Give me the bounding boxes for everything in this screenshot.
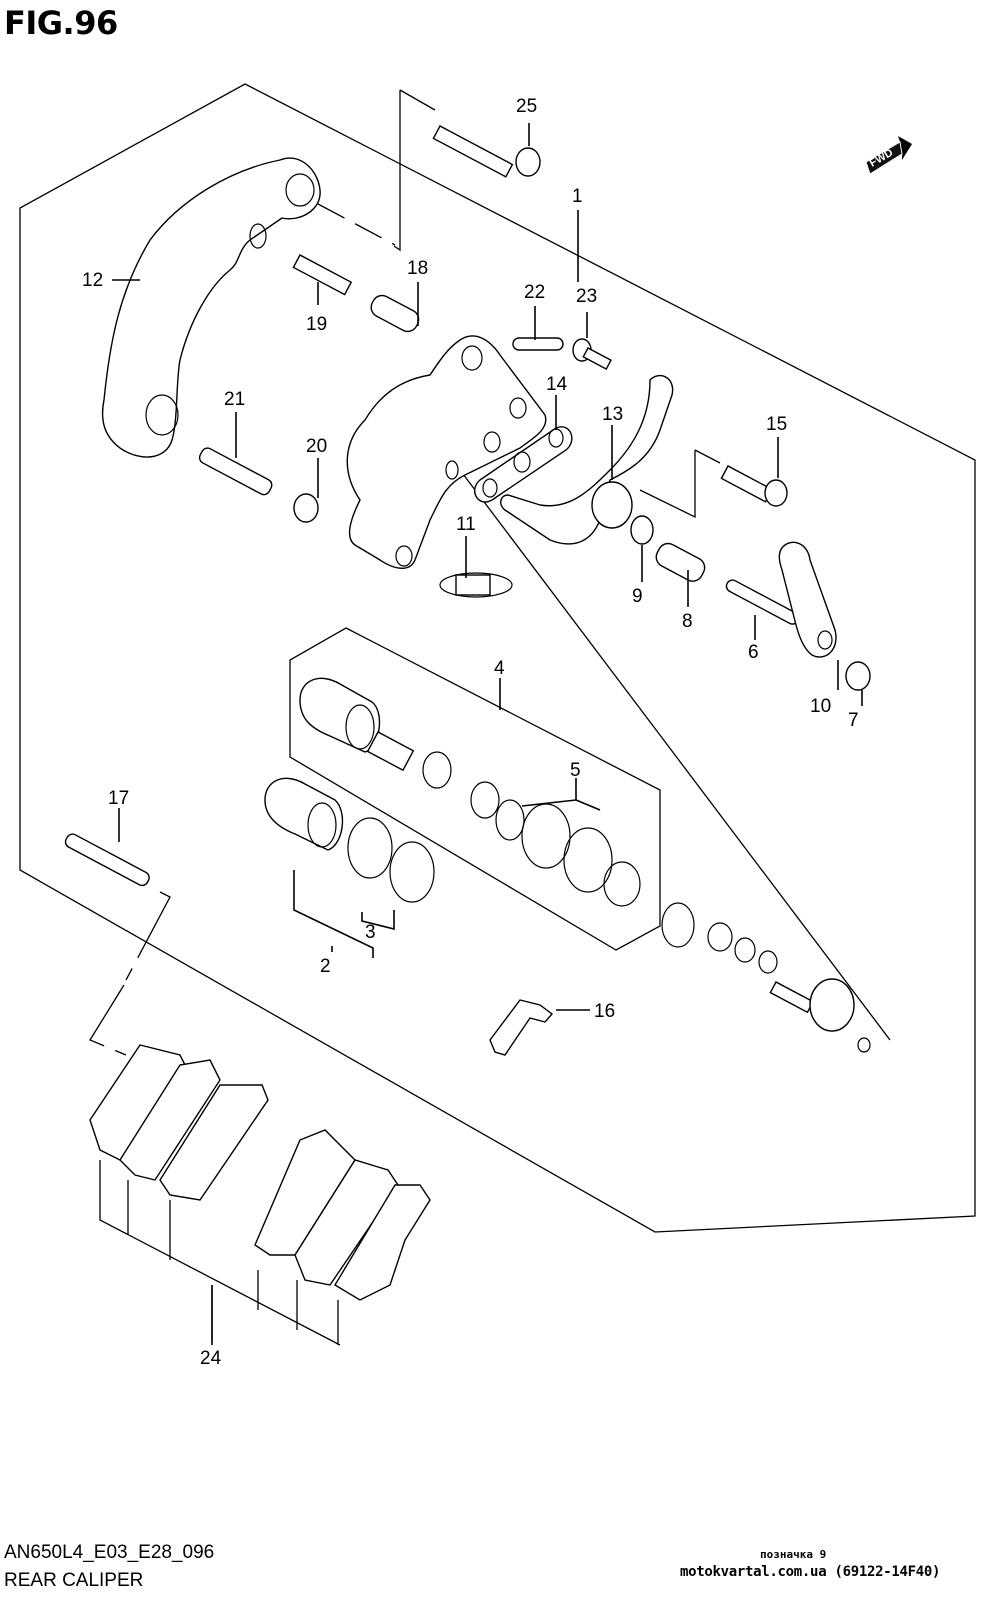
part-20-boot[interactable]: [293, 493, 319, 523]
part-14-plate[interactable]: [474, 426, 573, 503]
part-9-o-ring[interactable]: [630, 515, 654, 545]
callout-11[interactable]: 11: [456, 514, 476, 535]
callout-14[interactable]: 14: [546, 374, 568, 395]
callout-10[interactable]: 10: [810, 696, 831, 717]
diagram-title: REAR CALIPER: [4, 1570, 144, 1591]
diagram-code: AN650L4_E03_E28_096: [4, 1542, 215, 1563]
part-15-bolt[interactable]: [639, 449, 788, 519]
forward-direction-badge: FWD: [865, 136, 912, 174]
callout-21[interactable]: 21: [224, 389, 245, 410]
part-17-pad-mount-pin[interactable]: [63, 832, 151, 888]
callout-17[interactable]: 17: [108, 788, 129, 809]
callout-3[interactable]: 3: [365, 922, 376, 943]
part-10-lever[interactable]: [778, 541, 837, 658]
fwd-arrow-icon: FWD: [865, 136, 912, 174]
part-19-slide-pin[interactable]: [292, 254, 353, 296]
callout-20[interactable]: 20: [306, 436, 327, 457]
callout-23[interactable]: 23: [576, 286, 597, 307]
callout-16[interactable]: 16: [594, 1001, 615, 1022]
part-7-nut[interactable]: [845, 661, 871, 691]
callout-24[interactable]: 24: [200, 1348, 222, 1369]
callout-labels: 1 2 3 4 5 6 7 8 9 10 11 12 13 14 15 16 1…: [82, 96, 859, 1369]
part-1-caliper-body[interactable]: [346, 335, 547, 569]
part-5-seal-set[interactable]: [521, 803, 641, 907]
piston-kit-outline: [289, 627, 661, 951]
watermark-line-1: позначка 9: [760, 1548, 827, 1561]
callout-15[interactable]: 15: [766, 414, 787, 435]
callout-12[interactable]: 12: [82, 270, 103, 291]
part-12-caliper-bracket[interactable]: [101, 157, 396, 458]
part-25-bolt[interactable]: [393, 89, 541, 252]
part-11-return-spring[interactable]: [439, 572, 513, 598]
part-3-seal-set[interactable]: [347, 817, 435, 903]
callout-22[interactable]: 22: [524, 282, 545, 303]
callout-19[interactable]: 19: [306, 314, 327, 335]
callout-6[interactable]: 6: [748, 642, 759, 663]
callout-1[interactable]: 1: [572, 186, 583, 207]
part-2-piston[interactable]: [264, 777, 344, 851]
callout-7[interactable]: 7: [848, 710, 859, 731]
callout-8[interactable]: 8: [682, 611, 693, 632]
adjuster-subassembly: [661, 902, 871, 1053]
callout-9[interactable]: 9: [632, 586, 643, 607]
part-23-bleeder-cap[interactable]: [572, 338, 612, 370]
callout-25[interactable]: 25: [516, 96, 537, 117]
part-16-pad-spring[interactable]: [489, 999, 554, 1056]
assembly-leader-line: [459, 469, 891, 1041]
callout-13[interactable]: 13: [602, 404, 623, 425]
part-22-bleeder-valve[interactable]: [512, 337, 564, 351]
part-4-piston-kit[interactable]: [299, 677, 525, 841]
callout-2[interactable]: 2: [320, 956, 331, 977]
callout-18[interactable]: 18: [407, 258, 428, 279]
part-24-brake-pad-set[interactable]: [89, 1044, 431, 1346]
watermark-line-2: motokvartal.com.ua (69122-14F40): [680, 1564, 941, 1580]
figure-number: FIG.96: [4, 4, 118, 42]
callout-5[interactable]: 5: [570, 760, 581, 781]
callout-leaders: [112, 210, 863, 1345]
part-18-slide-pin[interactable]: [368, 292, 422, 335]
part-21-slide-pin[interactable]: [197, 446, 273, 497]
part-8-adjuster[interactable]: [653, 540, 708, 585]
callout-4[interactable]: 4: [494, 658, 505, 679]
assembly-outline: [19, 83, 976, 1233]
